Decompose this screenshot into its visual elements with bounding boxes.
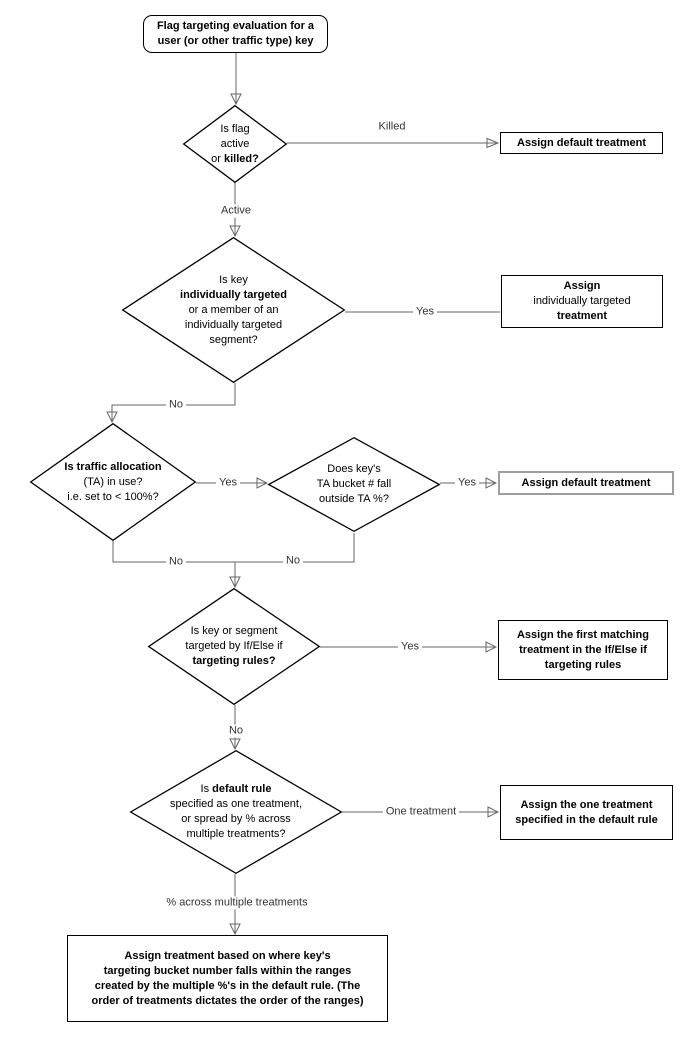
edge-label-yes-outside: Yes: [455, 476, 479, 490]
edge-label-one-treatment: One treatment: [382, 805, 460, 819]
start-node-text: Flag targeting evaluation for a: [156, 20, 315, 32]
edge-label-no-individual: No: [165, 398, 187, 412]
edge-label-yes-individual: Yes: [413, 305, 437, 319]
edge-label-no-ta: No: [165, 555, 187, 569]
edge-label-pct-across: % across multiple treatments: [163, 896, 311, 910]
edge-label-yes-ta: Yes: [216, 476, 240, 490]
decision-default-rule: Is default rule specified as one treatme…: [129, 749, 343, 875]
edge-label-yes-rules: Yes: [398, 640, 422, 654]
diamond-shape: [147, 587, 321, 706]
diamond-shape: [129, 749, 343, 875]
node-assign-individually-targeted-treatment: Assign individually targeted treatment: [501, 275, 663, 328]
node-assign-default-treatment-killed: Assign default treatment: [500, 132, 663, 154]
decision-individually-targeted: Is key individually targeted or a member…: [121, 236, 346, 384]
edge-label-no-rules: No: [225, 724, 247, 738]
decision-ta-bucket-outside: Does key's TA bucket # fall outside TA %…: [267, 436, 441, 533]
node-assign-one-treatment: Assign the one treatment specified in th…: [500, 785, 673, 840]
node-assign-default-treatment-ta: Assign default treatment: [498, 471, 674, 495]
edge-label-killed: Killed: [375, 120, 409, 134]
decision-traffic-allocation-in-use: Is traffic allocation (TA) in use? i.e. …: [29, 422, 197, 542]
diamond-shape: [121, 236, 346, 384]
edge-label-active: Active: [218, 204, 254, 218]
node-assign-first-matching-treatment: Assign the first matching treatment in t…: [498, 620, 668, 680]
diamond-shape: [29, 422, 197, 542]
decision-flag-active-or-killed: Is flag active or killed?: [182, 104, 288, 184]
diamond-shape: [182, 104, 288, 184]
node-assign-treatment-by-ranges: Assign treatment based on where key's ta…: [67, 935, 388, 1022]
decision-targeting-rules: Is key or segment targeted by If/Else if…: [147, 587, 321, 706]
start-node: Flag targeting evaluation for a user (or…: [143, 15, 328, 53]
edge-label-no-outside: No: [282, 554, 304, 568]
diamond-shape: [267, 436, 441, 533]
